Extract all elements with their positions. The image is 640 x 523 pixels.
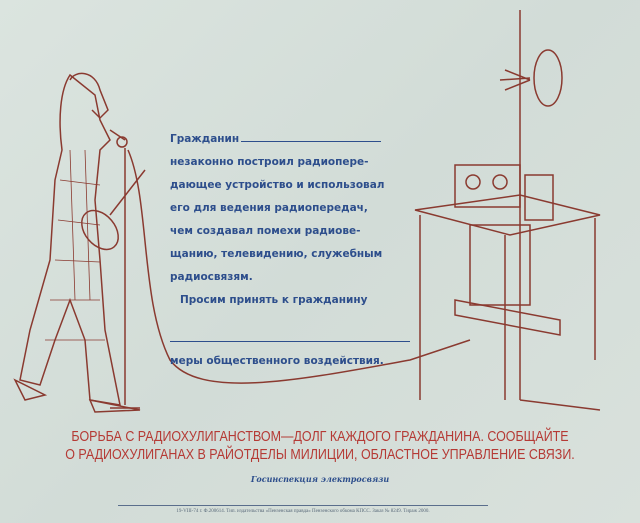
slogan: БОРЬБА С РАДИОХУЛИГАНСТВОМ—ДОЛГ КАЖДОГО …	[45, 428, 595, 464]
form-line: его для ведения радиопередач,	[170, 202, 368, 214]
issuer: Госинспекция электросвязи	[250, 474, 390, 484]
form-line: дающее устройство и использовал	[170, 179, 385, 191]
form-line: Просим принять к гражданину	[180, 294, 368, 306]
guitar	[81, 169, 146, 251]
form-line: щанию, телевидению, служебным	[170, 248, 383, 260]
form-line: радиосвязям.	[170, 271, 253, 283]
form-line: чем создавал помехи радиове-	[170, 225, 361, 237]
radio-table	[414, 10, 601, 411]
form-closing: меры общественного воздействия.	[170, 355, 384, 367]
form-line: незаконно построил радиопере-	[170, 156, 369, 168]
citizen-name-blank	[241, 131, 382, 142]
slogan-line-1: БОРЬБА С РАДИОХУЛИГАНСТВОМ—ДОЛГ КАЖДОГО …	[71, 429, 569, 445]
imprint: 19-VIII-74 г. Ф.200614. Тип. издательств…	[118, 505, 488, 514]
microphone-stand	[110, 136, 471, 409]
form-line: Гражданин	[170, 133, 240, 145]
guitarist-figure	[13, 72, 141, 413]
slogan-line-2: О РАДИОХУЛИГАНАХ В РАЙОТДЕЛЫ МИЛИЦИИ, ОБ…	[65, 447, 575, 463]
measures-blank	[170, 340, 410, 342]
report-form: Гражданин незаконно построил радиопере- …	[170, 128, 410, 373]
